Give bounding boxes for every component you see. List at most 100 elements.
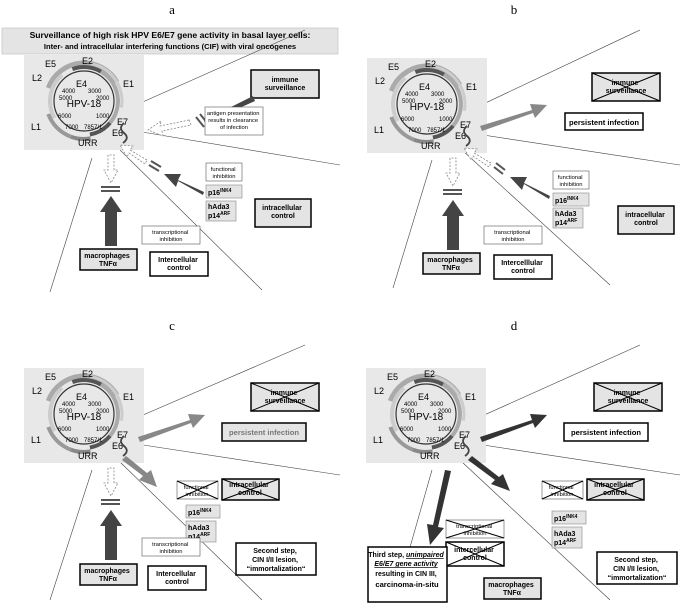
immune-label: immune surveillance	[608, 390, 649, 405]
gene-label: E5	[45, 372, 56, 382]
arrow-macro	[442, 200, 464, 250]
e6-e7-region	[463, 125, 471, 147]
genome-coordinate: 3000	[88, 402, 102, 408]
gene-label: E7	[460, 120, 471, 130]
hada3-box	[185, 520, 217, 543]
genome-coordinate: 3000	[88, 89, 102, 95]
intracellular-label: intracellular control	[229, 482, 271, 497]
genome-coordinate: 7857/1	[426, 438, 445, 444]
genome-coordinate: 7857/1	[84, 125, 103, 131]
p16-box	[551, 510, 587, 525]
genome-coordinate: 3000	[431, 92, 445, 98]
arrow-persistent	[138, 414, 205, 442]
panel-letter: c	[169, 318, 175, 333]
p16-label: p16INK4	[555, 196, 579, 205]
gene-label: E2	[82, 56, 93, 66]
gene-label: E4	[76, 79, 87, 89]
hada3-label: hAda3	[188, 525, 210, 532]
gene-label: L1	[31, 435, 41, 445]
arrow-dashed-intra	[463, 147, 492, 168]
cross-transcriptional	[445, 519, 505, 539]
gene-label: L2	[375, 76, 385, 86]
transcriptional-box	[141, 225, 201, 245]
cross-intercellular	[445, 541, 505, 567]
genome-coordinate: 7857/1	[84, 438, 103, 444]
block-intra	[148, 160, 162, 172]
arrow-dashed-trans	[445, 157, 461, 187]
arrow-second	[468, 456, 510, 491]
genome-coordinate: 2000	[439, 99, 453, 105]
arrow-dashed-intra	[119, 144, 148, 165]
gene-label: E4	[418, 392, 429, 402]
hada3-box	[552, 207, 584, 229]
gene-label: URR	[420, 451, 440, 461]
transcriptional-box	[141, 537, 201, 557]
cross-functional	[541, 480, 584, 500]
genome-coordinate: 2000	[96, 409, 110, 415]
header-subtitle: Inter- and intracellular interfering fun…	[44, 42, 296, 51]
genome-coordinate: 3000	[430, 402, 444, 408]
p16-label: p16INK4	[188, 508, 212, 517]
third-step-label: Third step, unimpaired E6/E7 gene activi…	[368, 552, 445, 589]
intercellular-box	[147, 565, 207, 591]
gene-label: E7	[117, 117, 128, 127]
arrow-dashed-trans	[103, 467, 119, 497]
arrow-macro	[100, 196, 122, 246]
genome-coordinate: 5000	[402, 99, 416, 105]
block-intra	[493, 162, 506, 175]
genome-coordinate: 4000	[404, 402, 418, 408]
hada3-label: hAda3	[208, 204, 230, 211]
arrow-intra	[164, 174, 204, 195]
persistent-box	[221, 422, 307, 442]
gene-label: E4	[419, 82, 430, 92]
genome-coordinate: 7000	[65, 438, 79, 444]
gene-label: E5	[45, 59, 56, 69]
hada3-label: hAda3	[554, 531, 576, 538]
gene-label: E1	[466, 82, 477, 92]
persistent-label: persistent infection	[571, 428, 641, 437]
transcriptional-label: transcriptional inhibition	[456, 524, 494, 537]
cross-immune	[250, 382, 320, 412]
genome-coordinate: 1000	[96, 114, 110, 120]
intracellular-label: intracellular control	[594, 482, 636, 497]
gene-label: E6	[455, 131, 466, 141]
persistent-label: persistent infection	[569, 118, 639, 127]
genome-coordinate: 1000	[438, 427, 452, 433]
functional-label: functional inhibition	[211, 167, 237, 180]
hada3-box	[551, 526, 583, 549]
p16-label: p16INK4	[554, 514, 578, 523]
functional-label: functional inhibition	[558, 175, 584, 188]
e6-e7-region	[462, 435, 470, 457]
genome-coordinate: 5000	[59, 96, 73, 102]
panel-letter: a	[169, 2, 175, 17]
transcriptional-label: transcriptional inhibition	[152, 230, 190, 243]
transcriptional-label: transcriptional inhibition	[152, 542, 190, 555]
panel-letter: d	[511, 318, 518, 333]
gene-label: URR	[421, 141, 441, 151]
e6-e7-region	[120, 122, 128, 144]
genome-coordinate: 2000	[438, 409, 452, 415]
transcriptional-box	[483, 225, 543, 245]
genome-name: HPV-18	[409, 412, 444, 423]
arrow-third	[427, 470, 451, 545]
antigen-box	[204, 106, 264, 136]
arrow-dashed-immune	[147, 119, 192, 137]
intercellular-label: intercellular control	[454, 547, 496, 562]
gene-label: L1	[373, 435, 383, 445]
gene-label: L2	[32, 73, 42, 83]
intercellular-label: Intercellular control	[156, 571, 198, 586]
gene-label: L1	[374, 125, 384, 135]
immune-box	[250, 69, 320, 99]
panel-letter: b	[511, 2, 518, 17]
functional-label: functional inhibition	[549, 485, 575, 498]
persistent-label: persistent infection	[229, 428, 299, 437]
immune-label: immune surveillance	[265, 390, 306, 405]
